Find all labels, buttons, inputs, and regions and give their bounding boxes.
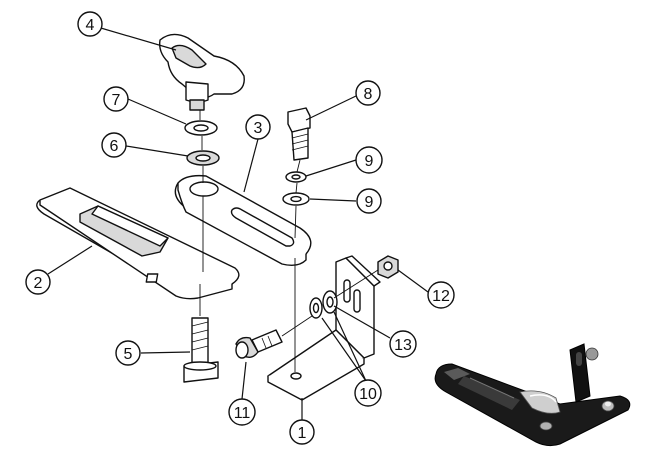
part-9-flat-washer	[282, 192, 310, 206]
callout-10-top: 9	[355, 146, 383, 174]
part-4-wing-knob	[158, 33, 245, 111]
part-7-washer	[184, 120, 218, 136]
callout-11: 11	[228, 398, 256, 426]
part-12-hex-nut	[377, 255, 399, 279]
callout-6: 6	[101, 132, 127, 158]
callout-label: 10	[359, 386, 377, 403]
callout-label: 4	[86, 17, 95, 34]
callout-label: 2	[34, 275, 43, 292]
callout-label: 3	[254, 120, 263, 137]
callout-label: 12	[432, 288, 450, 305]
callout-label: 6	[110, 138, 119, 155]
leader-lines	[47, 25, 429, 420]
assembly-axes	[199, 110, 379, 372]
part-2-base-plate	[36, 187, 240, 300]
callout-1: 1	[289, 419, 315, 445]
part-13-washer	[322, 290, 338, 314]
part-8-hex-bolt	[287, 107, 311, 161]
callout-label: 11	[234, 405, 251, 422]
callout-12: 12	[427, 281, 455, 309]
callout-7: 7	[103, 86, 129, 112]
callout-5: 5	[115, 340, 141, 366]
callout-label: 9	[365, 194, 374, 211]
assembled-product-photo	[434, 343, 631, 447]
callout-13: 13	[389, 330, 417, 358]
part-10-lock-washer-side	[309, 297, 323, 319]
part-3-slotted-plate	[174, 174, 312, 267]
callout-9: 9	[356, 188, 382, 214]
callout-2: 2	[25, 269, 51, 295]
callout-label: 1	[298, 425, 307, 442]
part-11-cap-screw	[235, 329, 283, 359]
callout-label: 8	[364, 86, 373, 103]
callout-label: 5	[124, 346, 133, 363]
callout-4: 4	[77, 11, 103, 37]
part-6-washer	[186, 150, 220, 166]
part-1-l-bracket	[267, 255, 381, 401]
callout-label: 13	[394, 337, 412, 354]
callout-10-bottom: 10	[354, 379, 382, 407]
callout-label: 7	[112, 92, 121, 109]
callout-8: 8	[355, 80, 381, 106]
callout-3: 3	[245, 114, 271, 140]
callout-label: 9	[365, 153, 374, 170]
part-5-carriage-bolt	[183, 317, 219, 383]
part-10-lock-washer-top	[285, 171, 307, 183]
